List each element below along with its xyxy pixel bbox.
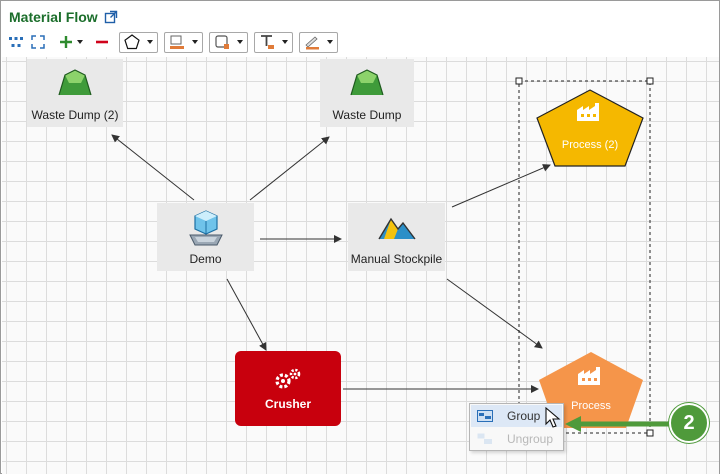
factory-icon [578, 367, 600, 385]
menu-item-ungroup[interactable]: Ungroup [471, 428, 562, 450]
pentagon-shape [539, 352, 643, 428]
pentagon-shape-icon [124, 34, 140, 50]
node-waste-dump-2[interactable]: Waste Dump (2) [27, 59, 123, 127]
remove-node-button[interactable] [93, 31, 111, 53]
node-process-2[interactable]: Process (2) [535, 88, 645, 168]
flow-canvas[interactable]: Waste Dump (2) Waste Dump Demo [2, 57, 719, 474]
edge-stockpile-process2[interactable] [451, 164, 551, 208]
popout-icon[interactable] [104, 10, 118, 24]
fit-to-screen-button[interactable] [29, 31, 47, 53]
waste-dump-icon [350, 69, 384, 96]
menu-item-label: Group [507, 409, 541, 423]
node-demo[interactable]: Demo [157, 203, 254, 271]
node-label: Demo [189, 252, 222, 266]
fill-color-dropdown[interactable] [164, 31, 203, 53]
mine-source-icon [188, 210, 223, 246]
pentagon-shape [536, 89, 644, 167]
panel-title: Material Flow [9, 9, 98, 25]
gears-icon [275, 368, 301, 389]
node-label: Waste Dump (2) [31, 108, 119, 122]
add-icon [60, 36, 72, 48]
waste-dump-icon [58, 69, 92, 96]
hierarchy-layout-button[interactable] [7, 31, 25, 53]
node-waste-dump[interactable]: Waste Dump [320, 59, 414, 127]
node-label: Crusher [264, 396, 311, 411]
callout-arrow [565, 416, 669, 432]
node-label: Process [571, 400, 611, 412]
chevron-down-icon [237, 40, 243, 44]
hierarchy-layout-icon [9, 37, 23, 47]
fill-color-icon [170, 35, 184, 49]
mouse-cursor-icon [545, 407, 561, 428]
context-menu: Group Ungroup [469, 403, 564, 451]
line-style-icon [305, 36, 319, 50]
node-label: Waste Dump [332, 108, 402, 122]
edge-demo-wastedump[interactable] [249, 136, 330, 201]
text-style-dropdown[interactable] [254, 31, 293, 53]
border-style-dropdown[interactable] [209, 31, 248, 53]
border-style-icon [215, 35, 229, 49]
menu-item-group[interactable]: Group [471, 405, 562, 427]
node-crusher[interactable]: Crusher [235, 351, 341, 426]
edge-stockpile-process[interactable] [446, 278, 543, 349]
selection-box [518, 80, 651, 434]
selection-handle-top-left[interactable] [515, 77, 523, 85]
line-style-dropdown[interactable] [299, 31, 338, 53]
add-dropdown-caret[interactable] [77, 40, 83, 44]
chevron-down-icon [147, 40, 153, 44]
edge-demo-wastedump2[interactable] [111, 134, 195, 201]
menu-item-label: Ungroup [507, 432, 554, 446]
edge-demo-crusher[interactable] [226, 278, 267, 351]
group-icon [477, 410, 493, 422]
node-label: Manual Stockpile [350, 252, 443, 266]
callout-badge: 2 [669, 403, 709, 443]
panel-header: Material Flow [9, 9, 118, 25]
shape-dropdown[interactable] [119, 31, 158, 53]
node-label: Process (2) [561, 139, 619, 151]
text-style-icon [261, 35, 274, 49]
ungroup-icon [477, 433, 492, 444]
fit-to-screen-icon [31, 35, 45, 49]
add-node-button[interactable] [57, 31, 75, 53]
node-manual-stockpile[interactable]: Manual Stockpile [348, 203, 445, 271]
chevron-down-icon [327, 40, 333, 44]
remove-icon [96, 40, 108, 44]
chevron-down-icon [192, 40, 198, 44]
selection-handle-bottom-right[interactable] [646, 429, 654, 437]
edges-layer [111, 77, 654, 437]
node-process[interactable]: Process [537, 350, 645, 430]
stockpile-icon [377, 217, 416, 240]
chevron-down-icon [282, 40, 288, 44]
selection-handle-top-right[interactable] [646, 77, 654, 85]
toolbar [7, 31, 344, 53]
factory-icon [577, 103, 599, 121]
